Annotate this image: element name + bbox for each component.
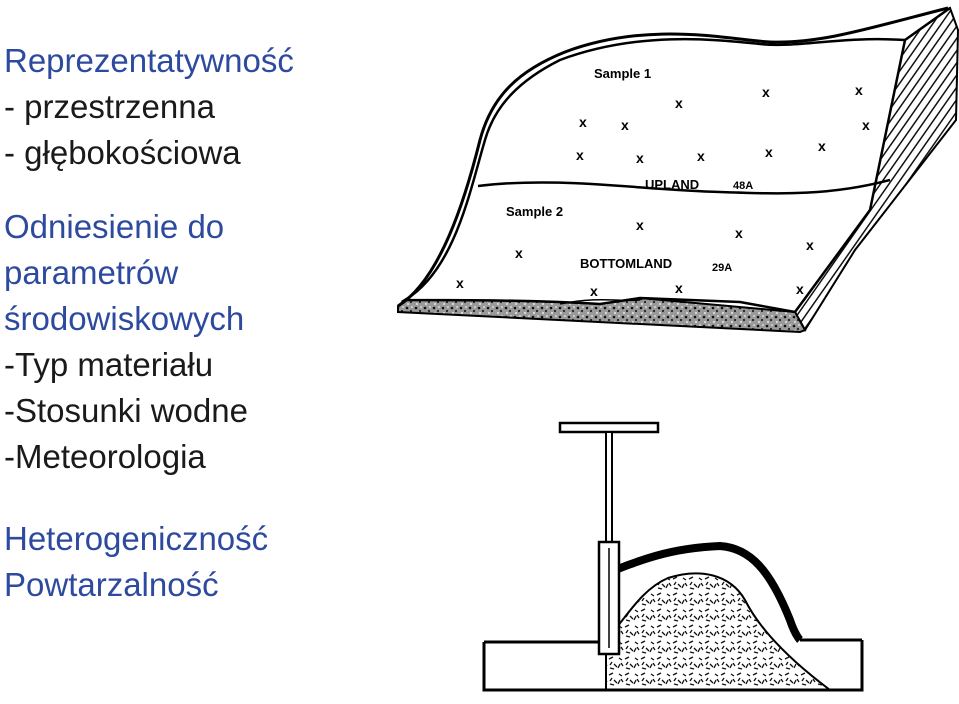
- probe-shaft: [606, 432, 612, 542]
- probe-handle: [560, 423, 658, 432]
